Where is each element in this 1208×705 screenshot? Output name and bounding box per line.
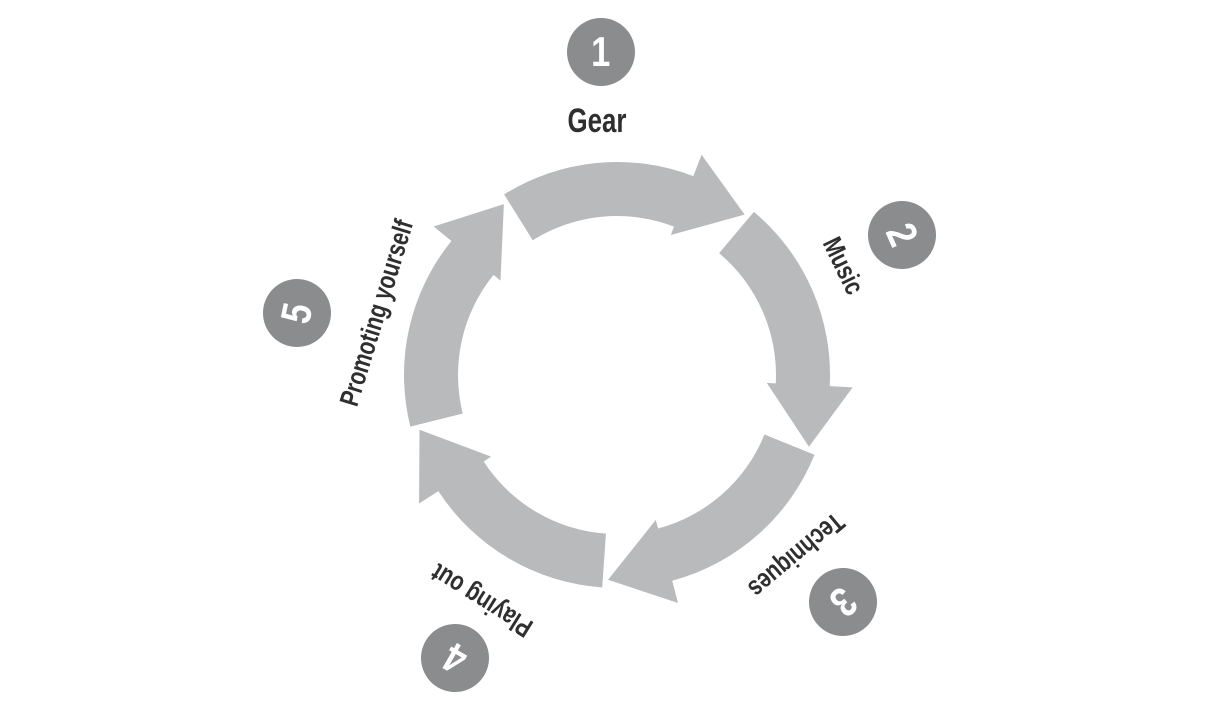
step-badge-1: 1 — [567, 18, 635, 86]
step-number-3: 3 — [820, 578, 867, 627]
step-label-gear: Gear — [567, 102, 627, 140]
cycle-arrow-4 — [419, 429, 606, 588]
cycle-arrow-3 — [608, 434, 815, 603]
step-number-5: 5 — [271, 298, 322, 328]
step-number-4: 4 — [434, 633, 475, 684]
cycle-arrow-2 — [719, 211, 853, 447]
step-number-1: 1 — [591, 28, 611, 75]
step-number-2: 2 — [877, 216, 928, 254]
cycle-arrow-5 — [404, 204, 504, 427]
cycle-arrow-1 — [504, 154, 745, 241]
